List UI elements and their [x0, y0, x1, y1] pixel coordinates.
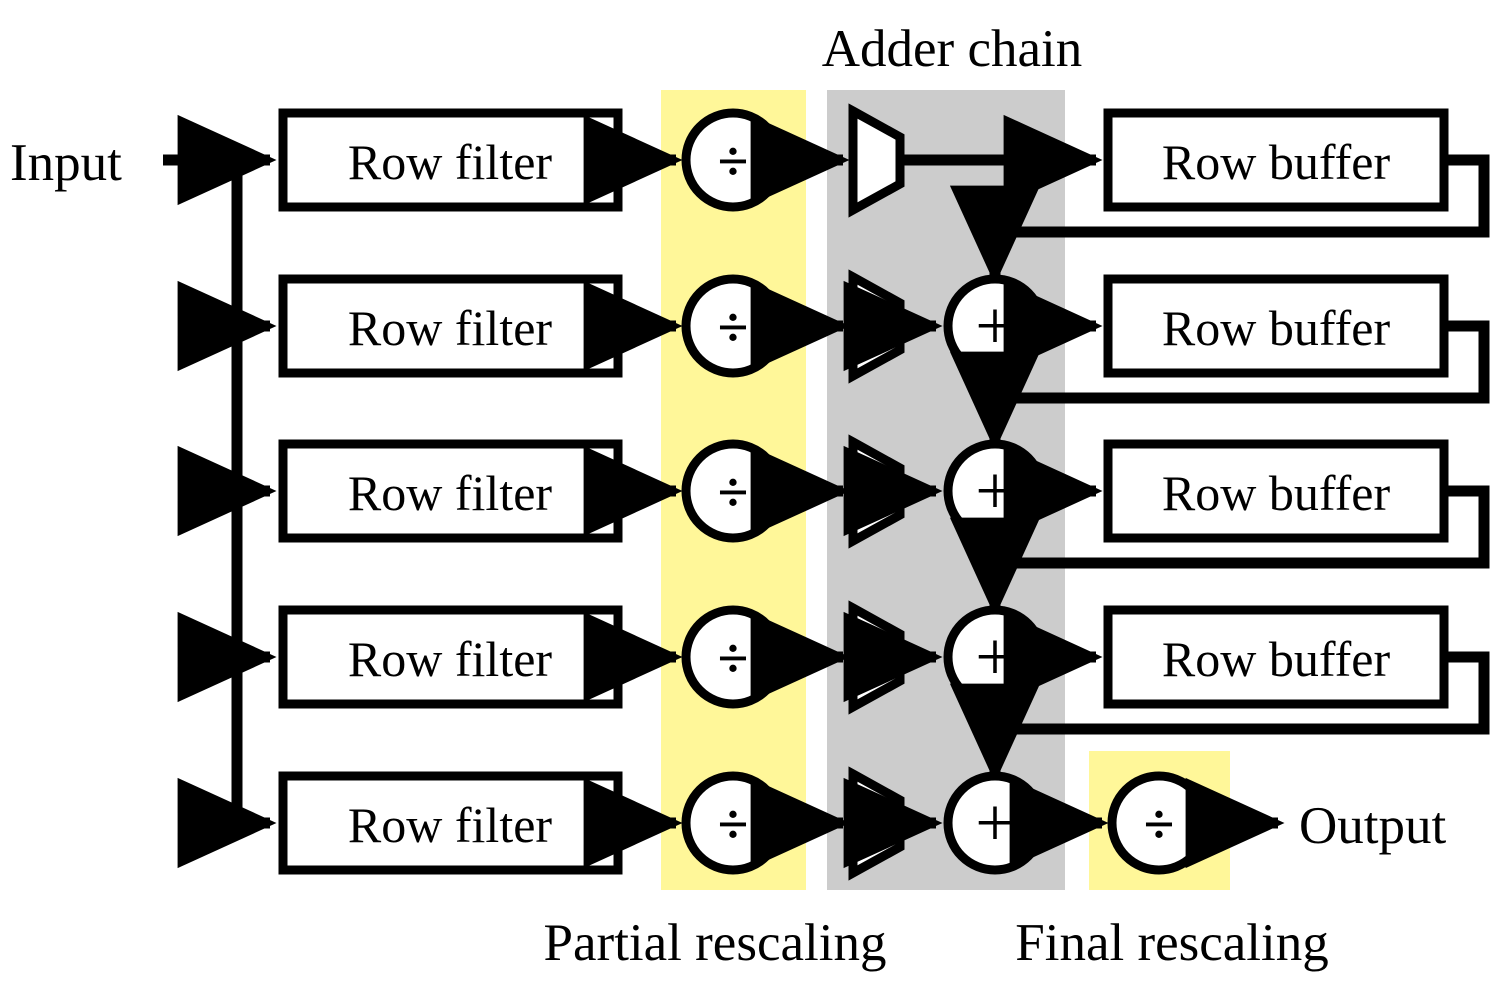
row-buffer-box[interactable]	[1103, 108, 1449, 212]
plus-icon: +	[975, 785, 1014, 862]
plus-icon: +	[975, 619, 1014, 696]
plus-icon: +	[975, 453, 1014, 530]
row-buffer-box[interactable]	[1103, 274, 1449, 378]
plus-icon: +	[975, 288, 1014, 365]
divide-icon: ÷	[718, 794, 749, 856]
divide-icon: ÷	[718, 131, 749, 193]
junction-dot-icon	[225, 148, 249, 172]
adder-chain-title: Adder chain	[822, 20, 1082, 78]
buffer-feedback-wire	[949, 651, 1490, 783]
row-buffer-label: Row buffer	[1162, 300, 1391, 356]
divide-icon: ÷	[718, 462, 749, 524]
buffer-feedback-wire	[949, 485, 1490, 617]
divide-icon: ÷	[718, 628, 749, 690]
row-filter-label: Row filter	[348, 134, 552, 190]
partial-rescaling-caption: Partial rescaling	[544, 914, 887, 972]
output-label: Output	[1299, 797, 1447, 855]
buffer-feedback-wire	[949, 154, 1490, 285]
row-filter-label: Row filter	[348, 465, 552, 521]
buffer-triangle-icon	[848, 103, 905, 218]
final-rescaling-caption: Final rescaling	[1015, 914, 1329, 972]
row-filter-label: Row filter	[348, 631, 552, 687]
row-filter-box[interactable]	[278, 605, 623, 709]
row-filter-label: Row filter	[348, 797, 552, 853]
row-filter-box[interactable]	[278, 108, 623, 212]
row-buffer-label: Row buffer	[1162, 631, 1391, 687]
row-buffer-box[interactable]	[1103, 439, 1449, 543]
divide-icon: ÷	[718, 297, 749, 359]
row-buffer-label: Row buffer	[1162, 465, 1391, 521]
row-filter-label: Row filter	[348, 300, 552, 356]
divide-icon: ÷	[1144, 794, 1175, 856]
buffer-feedback-wire	[949, 320, 1490, 451]
input-label: Input	[10, 134, 122, 192]
row-buffer-box[interactable]	[1103, 605, 1449, 709]
row-buffer-label: Row buffer	[1162, 134, 1391, 190]
